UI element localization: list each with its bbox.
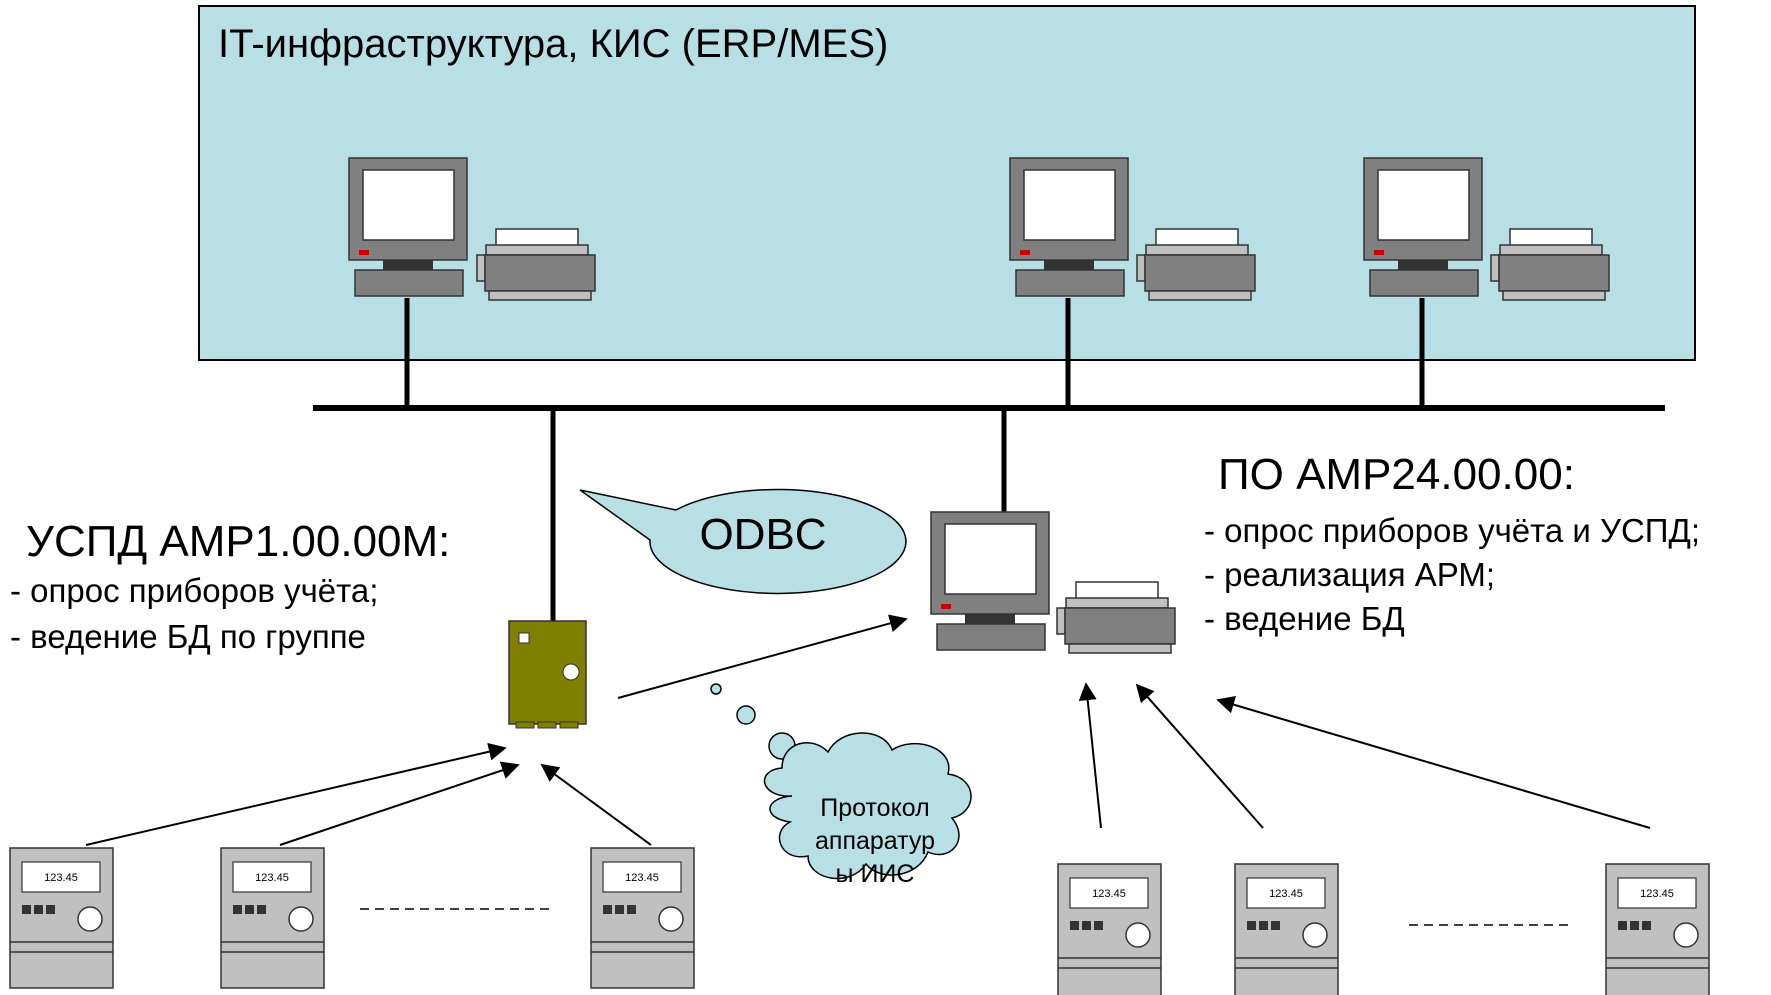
arrow-meter-3-uspd: [540, 763, 652, 846]
computer-icon: [930, 511, 1050, 651]
po-feature: - реализация АРМ;: [1204, 556, 1496, 593]
protocol-label: аппаратур: [815, 827, 935, 855]
computer-icon: [1363, 157, 1483, 297]
arrow-uspd-server: [617, 614, 908, 699]
meter-icon: 123.45: [1605, 863, 1710, 995]
controller-icon: [508, 620, 587, 729]
svg-text:123.45: 123.45: [255, 872, 289, 884]
arrow-meter-6-server: [1216, 695, 1651, 829]
uspd-feature: - ведение БД по группе: [10, 618, 366, 655]
odbc-callout: [579, 488, 907, 595]
po-feature: - ведение БД: [1204, 600, 1405, 637]
printer-icon: [1056, 581, 1176, 654]
meter-icon: 123.45: [1057, 863, 1162, 995]
computer-icon: [1009, 157, 1129, 297]
meter-icon: 123.45: [220, 847, 325, 989]
arrow-meter-5-server: [1135, 683, 1264, 829]
computer-icon: [348, 157, 468, 297]
svg-text:123.45: 123.45: [1269, 888, 1303, 900]
arrow-meter-2-uspd: [279, 761, 520, 846]
uspd-title: УСПД АМР1.00.00М:: [26, 517, 451, 566]
meter-icon: 123.45: [1234, 863, 1339, 995]
svg-text:123.45: 123.45: [44, 872, 78, 884]
arrow-meter-4-server: [1078, 682, 1102, 829]
uspd-feature: - опрос приборов учёта;: [10, 572, 379, 609]
po-title: ПО АМР24.00.00:: [1218, 450, 1575, 499]
protocol-label: Протокол: [820, 794, 930, 822]
meter-icon: 123.45: [590, 847, 695, 989]
arrow-meter-1-uspd: [85, 742, 507, 846]
infrastructure-title: IT-инфраструктура, КИС (ERP/MES): [218, 22, 889, 66]
svg-text:123.45: 123.45: [1640, 888, 1674, 900]
svg-text:123.45: 123.45: [1092, 888, 1126, 900]
odbc-label: ODBC: [699, 510, 827, 559]
meter-icon: 123.45: [9, 847, 114, 989]
po-feature: - опрос приборов учёта и УСПД;: [1204, 512, 1701, 549]
protocol-cloud: [710, 683, 972, 880]
protocol-label: ы ИИС: [835, 860, 915, 888]
svg-text:123.45: 123.45: [625, 872, 659, 884]
